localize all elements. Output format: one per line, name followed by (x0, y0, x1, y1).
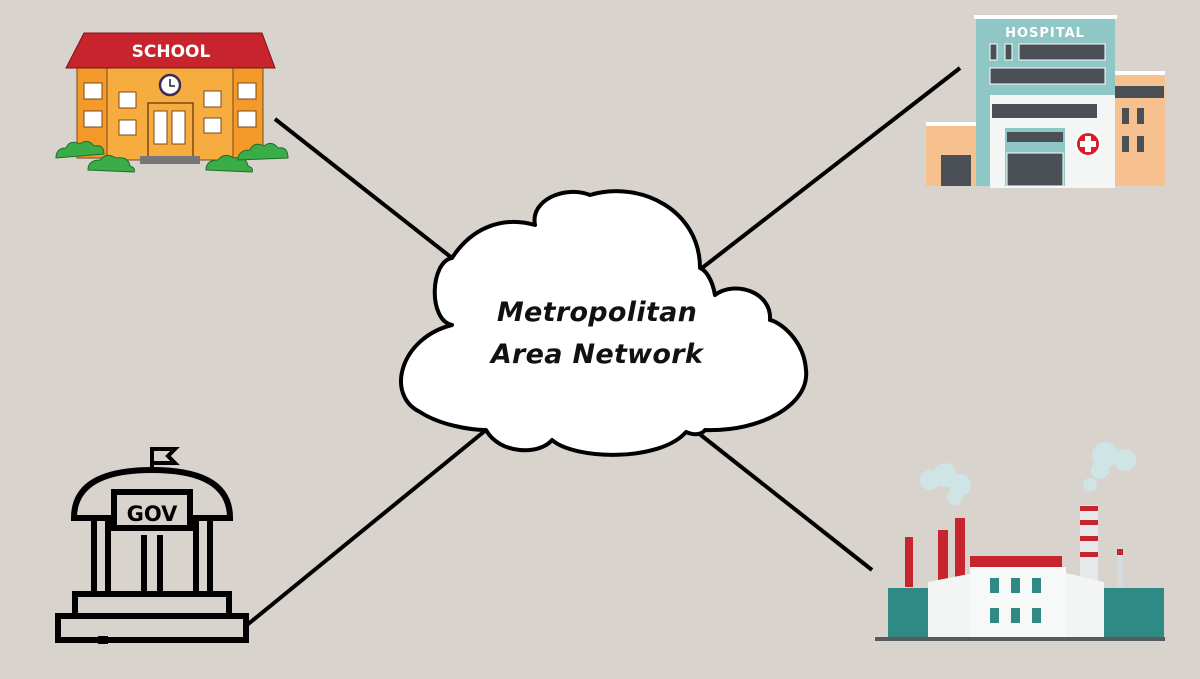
edge-gov-cloud (245, 428, 488, 627)
government-icon: GOV (55, 447, 249, 644)
cloud-label-line1: Metropolitan (496, 297, 698, 328)
hospital-label: HOSPITAL (1005, 26, 1085, 41)
gov-label: GOV (127, 502, 179, 526)
school-label: SCHOOL (132, 42, 211, 62)
cloud-label-line2: Area Network (490, 339, 704, 370)
edge-school-cloud (273, 117, 454, 260)
factory-icon (875, 442, 1165, 641)
cloud-shape (399, 189, 809, 457)
hospital-icon: HOSPITAL (926, 15, 1165, 188)
connection-lines (245, 66, 962, 627)
school-icon: SCHOOL (55, 32, 289, 173)
cloud-label: Metropolitan Area Network (440, 292, 754, 376)
edge-hospital-cloud (700, 66, 962, 270)
edge-factory-cloud (695, 430, 874, 572)
